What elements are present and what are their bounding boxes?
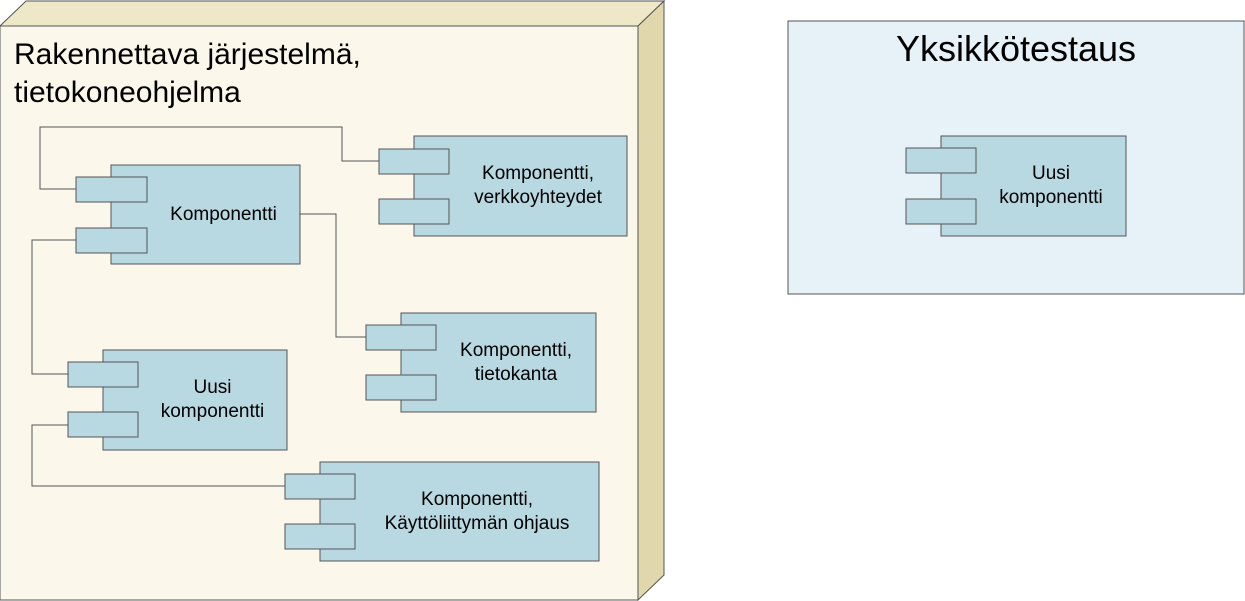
component-new-label-1: Uusi <box>193 377 232 398</box>
component-ui: Komponentti, Käyttöliittymän ohjaus <box>355 462 599 561</box>
component-network-shape <box>378 135 628 237</box>
component-database: Komponentti, tietokanta <box>436 313 596 412</box>
component-unit-new-shape <box>905 135 1127 237</box>
connector-core-network <box>39 126 379 190</box>
node-top-face <box>0 0 666 27</box>
node-side-face <box>637 0 665 601</box>
node-title-line2: tietokoneohjelma <box>14 76 241 109</box>
component-new: Uusi komponentti <box>138 350 287 450</box>
component-network: Komponentti, verkkoyhteydet <box>449 136 627 236</box>
node-title-line1: Rakennettava järjestelmä, <box>14 38 361 71</box>
component-database-label-1: Komponentti, <box>460 339 572 361</box>
node-title: Rakennettava järjestelmä, tietokoneohjel… <box>14 36 361 112</box>
component-core: Komponentti <box>147 165 300 264</box>
component-network-label-2: verkkoyhteydet <box>474 187 602 208</box>
component-core-shape <box>75 164 301 265</box>
component-core-label: Komponentti <box>170 203 277 225</box>
connector-core-database <box>300 213 366 338</box>
component-network-label-1: Komponentti, <box>482 163 594 184</box>
component-new-label-2: komponentti <box>160 401 265 422</box>
connector-core-new <box>31 239 76 375</box>
component-unit-new-label-2: komponentti <box>999 187 1103 208</box>
connector-new-ui <box>31 424 285 487</box>
component-database-shape <box>365 312 597 413</box>
component-ui-shape <box>284 461 600 562</box>
component-ui-label-2: Käyttöliittymän ohjaus <box>384 512 570 534</box>
component-new-shape <box>67 349 288 451</box>
component-database-label-2: tietokanta <box>474 363 558 385</box>
component-unit-new: Uusi komponentti <box>976 136 1126 236</box>
unit-test-title: Yksikkötestaus <box>895 28 1137 69</box>
component-ui-label-1: Komponentti, <box>421 488 533 510</box>
component-unit-new-label-1: Uusi <box>1031 163 1070 184</box>
